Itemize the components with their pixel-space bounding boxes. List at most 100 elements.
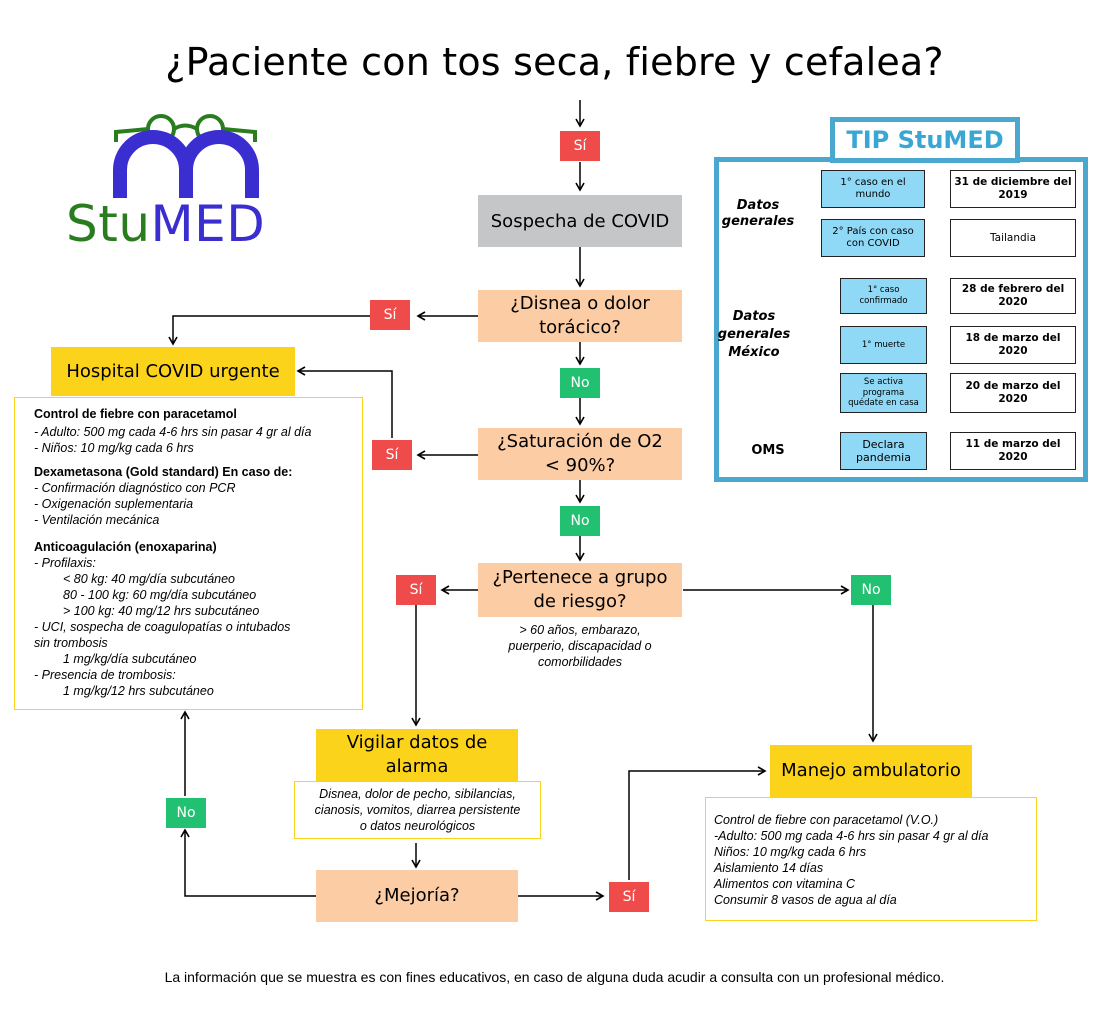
badge-si-mejoria: Sí — [609, 882, 649, 912]
tip-b5-l1: Se activa — [863, 377, 904, 388]
tip-w1-l2: 2019 — [998, 189, 1028, 201]
hospital-l4: - Oxigenación suplementaria — [34, 497, 194, 511]
tip-b5-l2: programa — [862, 387, 905, 398]
node-disnea: ¿Disnea o dolor torácico? — [478, 290, 682, 342]
arrow-si-manejo — [628, 766, 767, 880]
tip-b6-l2: pandemia — [856, 451, 911, 464]
hospital-h2: Dexametasona (Gold standard) En caso de: — [34, 465, 293, 479]
vigilar-note: Disnea, dolor de pecho, sibilancias, cia… — [294, 781, 541, 839]
hospital-l13: - Presencia de trombosis: — [34, 668, 176, 682]
tip-box-fecha-muerte: 18 de marzo del 2020 — [950, 326, 1076, 364]
vigilar-note-l1: Disnea, dolor de pecho, sibilancias, — [319, 787, 516, 801]
logo-wordmark: StuMED — [66, 195, 265, 253]
tip-b1-l2: mundo — [855, 189, 891, 200]
badge-si-disnea: Sí — [370, 300, 410, 330]
tip-box-tailandia: Tailandia — [950, 219, 1076, 257]
tip-w1-l1: 31 de diciembre del — [954, 176, 1072, 188]
tip-b2-l2: con COVID — [846, 238, 900, 249]
page-title: ¿Paciente con tos seca, fiebre y cefalea… — [165, 40, 944, 84]
tip-w3-l1: 28 de febrero del — [961, 283, 1065, 295]
hospital-l12: 1 mg/kg/día subcutáneo — [63, 652, 197, 666]
hospital-l11: sin trombosis — [34, 636, 108, 650]
tip-label-mx-l3: México — [728, 345, 780, 360]
vigilar-note-l2: cianosis, vomitos, diarrea persistente — [314, 803, 521, 817]
badge-no-disnea: No — [560, 368, 600, 398]
tip-box-primer-caso: 1° caso en el mundo — [821, 170, 925, 208]
manejo-l5: Alimentos con vitamina C — [714, 877, 856, 891]
riesgo-note-l3: comorbilidades — [537, 655, 623, 669]
logo: StuMED — [62, 112, 312, 253]
hospital-l9: > 100 kg: 40 mg/12 hrs subcutáneo — [63, 604, 260, 618]
tip-box-segundo-pais: 2° País con caso con COVID — [821, 219, 925, 257]
tip-box-fecha-quedate: 20 de marzo del 2020 — [950, 373, 1076, 413]
riesgo-note-l1: > 60 años, embarazo, — [519, 623, 641, 637]
tip-title: TIP StuMED — [830, 117, 1020, 163]
tip-box-fecha-pandemia: 11 de marzo del 2020 — [950, 432, 1076, 470]
riesgo-note: > 60 años, embarazo, puerperio, discapac… — [470, 622, 690, 670]
tip-label-mx-l1: Datos — [732, 309, 776, 324]
badge-no-mejoria: No — [166, 798, 206, 828]
node-saturacion: ¿Saturación de O2 < 90%? — [478, 428, 682, 480]
manejo-l2: -Adulto: 500 mg cada 4-6 hrs sin pasar 4… — [714, 829, 989, 843]
tip-w3-l2: 2020 — [998, 296, 1028, 308]
logo-glasses-icon — [113, 114, 259, 198]
manejo-l1: Control de fiebre con paracetamol (V.O.) — [714, 813, 939, 827]
tip-b1-l1: 1° caso en el — [840, 177, 906, 188]
tip-label-oms: OMS — [751, 443, 785, 458]
tip-b2-l1: 2° País con caso — [832, 226, 914, 237]
node-mejoria: ¿Mejoría? — [316, 870, 518, 922]
node-vigilar-l1: Vigilar datos de — [346, 732, 488, 753]
hospital-l6: - Profilaxis: — [34, 556, 96, 570]
hospital-l8: 80 - 100 kg: 60 mg/día subcutáneo — [63, 588, 257, 602]
tip-box-fecha-mundo: 31 de diciembre del 2019 — [950, 170, 1076, 208]
manejo-l4: Aislamiento 14 días — [714, 861, 824, 875]
tip-label-dg-l2: generales — [721, 214, 795, 229]
node-riesgo: ¿Pertenece a grupo de riesgo? — [478, 563, 682, 617]
tip-box-caso-confirmado: 1° caso confirmado — [840, 278, 927, 314]
node-manejo-ambulatorio: Manejo ambulatorio — [770, 745, 972, 797]
vigilar-note-l3: o datos neurológicos — [359, 819, 476, 833]
node-riesgo-l2: de riesgo? — [533, 591, 627, 612]
manejo-l3: Niños: 10 mg/kg cada 6 hrs — [714, 845, 867, 859]
node-disnea-l1: ¿Disnea o dolor — [510, 293, 650, 314]
node-disnea-l2: torácico? — [539, 317, 621, 338]
tip-label-datos-generales: Datos generales — [720, 198, 796, 230]
arrow-mejoria-no — [180, 828, 316, 897]
footer-disclaimer: La información que se muestra es con fin… — [164, 969, 945, 985]
badge-si-riesgo: Sí — [396, 575, 436, 605]
badge-si-start: Sí — [560, 131, 600, 161]
hospital-l7: < 80 kg: 40 mg/día subcutáneo — [63, 572, 235, 586]
badge-no-riesgo: No — [851, 575, 891, 605]
hospital-l10: - UCI, sospecha de coagulopatías o intub… — [34, 620, 291, 634]
manejo-note: Control de fiebre con paracetamol (V.O.)… — [705, 797, 1037, 921]
hospital-l2: - Niños: 10 mg/kg cada 6 hrs — [34, 441, 194, 455]
tip-label-datos-mexico: Datos generales México — [716, 308, 792, 362]
tip-b6-l1: Declara — [862, 438, 905, 451]
hospital-l5: - Ventilación mecánica — [34, 513, 160, 527]
arrow-si2-hospital — [296, 366, 393, 438]
node-hospital-covid: Hospital COVID urgente — [51, 347, 295, 396]
logo-stu: Stu — [66, 195, 151, 253]
node-sospecha-covid: Sospecha de COVID — [478, 195, 682, 247]
tip-label-dg-l1: Datos — [736, 198, 780, 213]
tip-b5-l3: quédate en casa — [848, 398, 919, 409]
node-vigilar-l2: alarma — [385, 756, 449, 777]
arrow-si-hospital — [168, 315, 370, 346]
tip-box-pandemia: Declara pandemia — [840, 432, 927, 470]
hospital-l1: - Adulto: 500 mg cada 4-6 hrs sin pasar … — [34, 425, 312, 439]
logo-med: MED — [150, 195, 266, 253]
tip-box-fecha-confirmado: 28 de febrero del 2020 — [950, 278, 1076, 314]
hospital-box: Control de fiebre con paracetamol - Adul… — [14, 397, 363, 710]
tip-b3-l1: 1° caso — [867, 285, 900, 295]
badge-no-saturacion: No — [560, 506, 600, 536]
badge-si-saturacion: Sí — [372, 440, 412, 470]
node-riesgo-l1: ¿Pertenece a grupo — [492, 567, 668, 588]
node-vigilar: Vigilar datos de alarma — [316, 729, 518, 781]
hospital-l14: 1 mg/kg/12 hrs subcutáneo — [63, 684, 214, 698]
tip-box-primera-muerte: 1° muerte — [840, 326, 927, 364]
hospital-h1: Control de fiebre con paracetamol — [34, 407, 237, 421]
tip-label-mx-l2: generales — [717, 327, 791, 342]
hospital-h3: Anticoagulación (enoxaparina) — [34, 540, 217, 554]
riesgo-note-l2: puerperio, discapacidad o — [508, 639, 652, 653]
tip-box-quedate-casa: Se activa programa quédate en casa — [840, 373, 927, 413]
